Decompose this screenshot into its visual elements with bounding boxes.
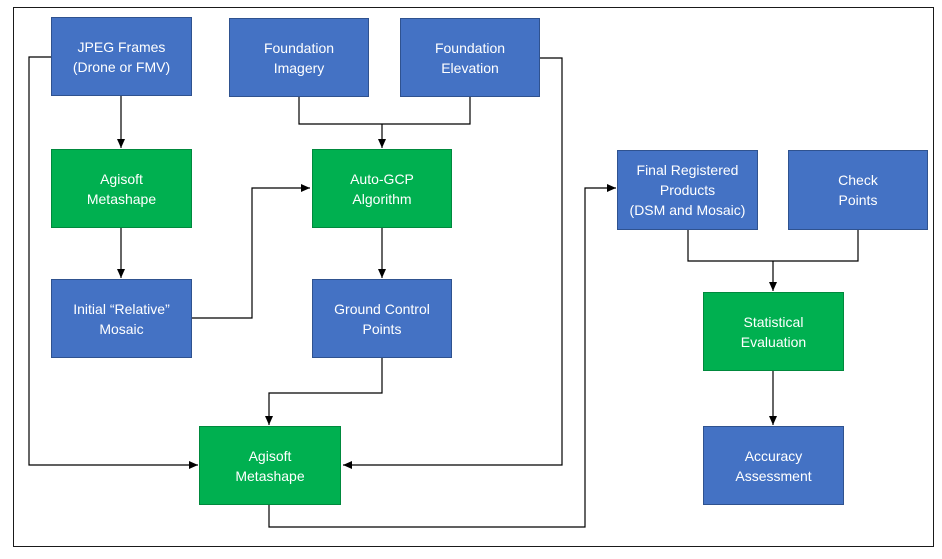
diagram-frame: [13, 7, 934, 547]
edge-initial-mosaic-to-autogcp: [192, 184, 310, 319]
node-agisoft-metashape-2: Agisoft Metashape: [199, 426, 341, 505]
node-auto-gcp-algorithm: Auto-GCP Algorithm: [312, 149, 452, 228]
node-statistical-evaluation: Statistical Evaluation: [703, 292, 844, 371]
node-jpeg-frames: JPEG Frames (Drone or FMV): [51, 17, 192, 96]
edge-metashape2-to-final-products: [268, 184, 616, 528]
edge-jpeg-to-metashape2: [28, 56, 198, 469]
node-check-points: Check Points: [788, 150, 928, 230]
node-agisoft-metashape-1: Agisoft Metashape: [51, 149, 192, 228]
node-foundation-imagery: Foundation Imagery: [229, 18, 369, 97]
edge-elevation-to-metashape2: [343, 57, 563, 469]
node-ground-control-points: Ground Control Points: [312, 279, 452, 358]
edge-gcp-to-metashape2: [265, 358, 383, 425]
node-accuracy-assessment: Accuracy Assessment: [703, 426, 844, 505]
edge-final-products-join: [687, 230, 859, 262]
node-final-registered-products: Final Registered Products (DSM and Mosai…: [617, 150, 758, 230]
node-foundation-elevation: Foundation Elevation: [400, 18, 540, 97]
edge-foundation-imagery-join: [298, 97, 471, 125]
node-initial-relative-mosaic: Initial “Relative” Mosaic: [51, 279, 192, 358]
